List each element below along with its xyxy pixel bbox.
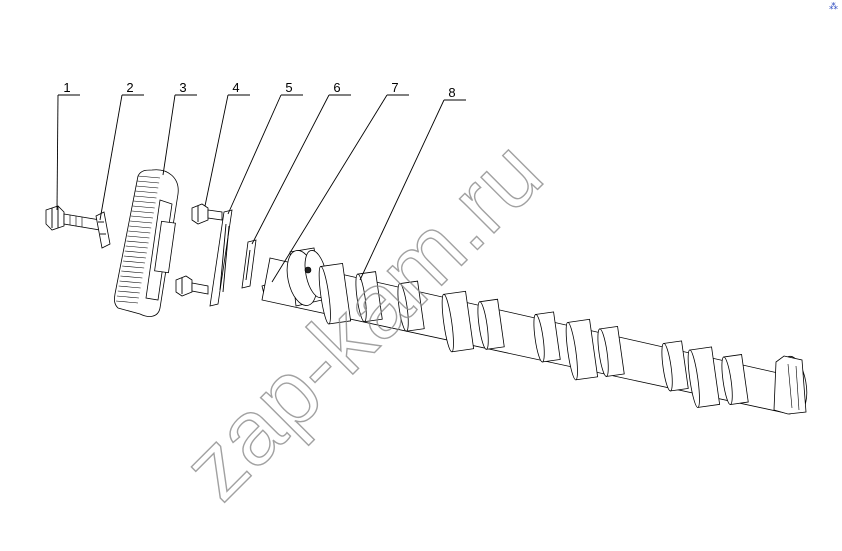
camshaft-lobe-face <box>565 322 578 381</box>
callout-number-2: 2 <box>126 80 133 95</box>
gear-tooth <box>129 225 152 229</box>
gear-tooth <box>137 180 160 184</box>
camshaft-lobe-face <box>533 314 545 363</box>
callout-number-5: 5 <box>285 80 292 95</box>
gear-tooth <box>131 210 154 214</box>
gear-tooth <box>115 300 139 304</box>
callout-number-6: 6 <box>333 80 340 95</box>
gear-tooth <box>136 185 159 189</box>
gear-tooth <box>128 230 151 234</box>
gear-tooth <box>137 175 161 179</box>
callout-3: 3 <box>162 80 197 176</box>
gear-tooth <box>130 220 153 224</box>
gear-tooth <box>122 265 145 269</box>
gear-tooth <box>121 270 144 274</box>
camshaft-lobe-face <box>687 349 700 408</box>
gear-tooth <box>135 190 158 194</box>
camshaft-lobe-face <box>477 301 489 350</box>
callout-leader-2 <box>99 94 123 221</box>
callout-leader-4 <box>204 94 229 207</box>
gear-tooth <box>127 235 150 239</box>
callout-leader-6 <box>251 94 330 245</box>
callout-6: 6 <box>251 80 351 245</box>
callout-4: 4 <box>204 80 250 207</box>
callout-leader-3 <box>162 94 176 176</box>
camshaft-lobe-face <box>597 328 609 377</box>
gear-tooth <box>120 275 143 279</box>
gear-tooth <box>126 240 149 244</box>
camshaft-lobe-face <box>441 293 454 353</box>
gear-tooth <box>119 280 142 284</box>
camshaft-lobe-face <box>397 283 409 332</box>
callout-5: 5 <box>227 80 303 215</box>
gear-tooth <box>123 255 146 259</box>
camshaft-lobe-face <box>318 266 331 325</box>
gear-tooth <box>117 290 140 294</box>
callout-leader-5 <box>227 94 282 215</box>
gear-tooth <box>118 285 141 289</box>
callout-number-7: 7 <box>391 80 398 95</box>
callout-leader-7 <box>271 94 388 283</box>
gear-tooth <box>130 215 153 219</box>
gear-tooth <box>123 260 146 264</box>
gear-tooth <box>134 195 157 199</box>
callout-leader-8 <box>359 99 445 281</box>
callout-8: 8 <box>359 85 466 281</box>
part-1-bolt <box>45 205 101 231</box>
gear-tooth <box>132 205 155 209</box>
corner-logo-icon: ⁂ <box>829 1 838 11</box>
callout-number-8: 8 <box>448 85 455 100</box>
callout-leader-1 <box>56 94 59 211</box>
part-4-bolts <box>175 203 223 297</box>
gear-tooth <box>124 250 147 254</box>
callout-2: 2 <box>99 80 144 221</box>
part-5-thrust-plate <box>209 209 233 307</box>
part-6-spacer-washer <box>241 239 257 289</box>
gear-tooth <box>116 295 139 299</box>
camshaft-lobe-face <box>355 273 367 323</box>
camshaft-lobe-face <box>661 343 673 392</box>
part-3-camshaft-gear <box>114 169 179 317</box>
part-8-camshaft <box>261 247 808 415</box>
callout-number-4: 4 <box>232 80 239 95</box>
gear-tooth <box>133 200 156 204</box>
callout-layer: 1 2 3 4 5 6 7 8 <box>56 80 466 283</box>
callout-number-3: 3 <box>179 80 186 95</box>
callout-1: 1 <box>56 80 80 211</box>
camshaft-lobe-face <box>721 356 733 405</box>
callout-number-1: 1 <box>63 80 70 95</box>
callout-7: 7 <box>271 80 409 283</box>
gear-tooth <box>125 245 148 249</box>
